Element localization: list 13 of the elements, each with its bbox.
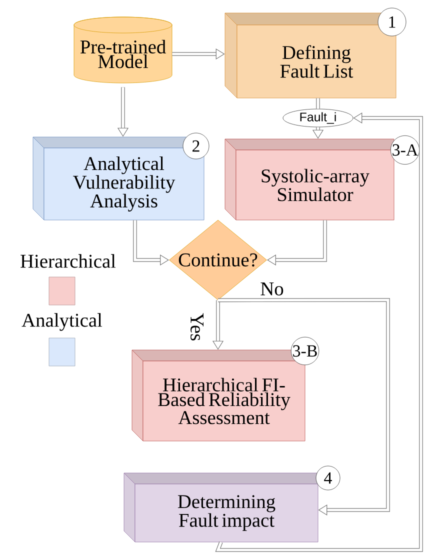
step-badge: 1 — [378, 8, 406, 36]
hollow-arrow — [218, 298, 390, 516]
step-badge: 3-A — [390, 135, 420, 165]
database-cylinder: Pre-trained Model — [74, 16, 172, 84]
hollow-arrow — [316, 98, 320, 109]
edge-label: Yes — [190, 312, 204, 342]
hollow-arrow — [267, 220, 327, 266]
step-badge: 2 — [182, 132, 210, 160]
process-box: Determining Fault impact — [124, 472, 318, 542]
step-badge: 3-B — [290, 336, 320, 366]
step-badge: 4 — [316, 466, 340, 490]
legend-label: Hierarchical — [20, 254, 116, 268]
legend-label: Analytical — [22, 313, 102, 331]
